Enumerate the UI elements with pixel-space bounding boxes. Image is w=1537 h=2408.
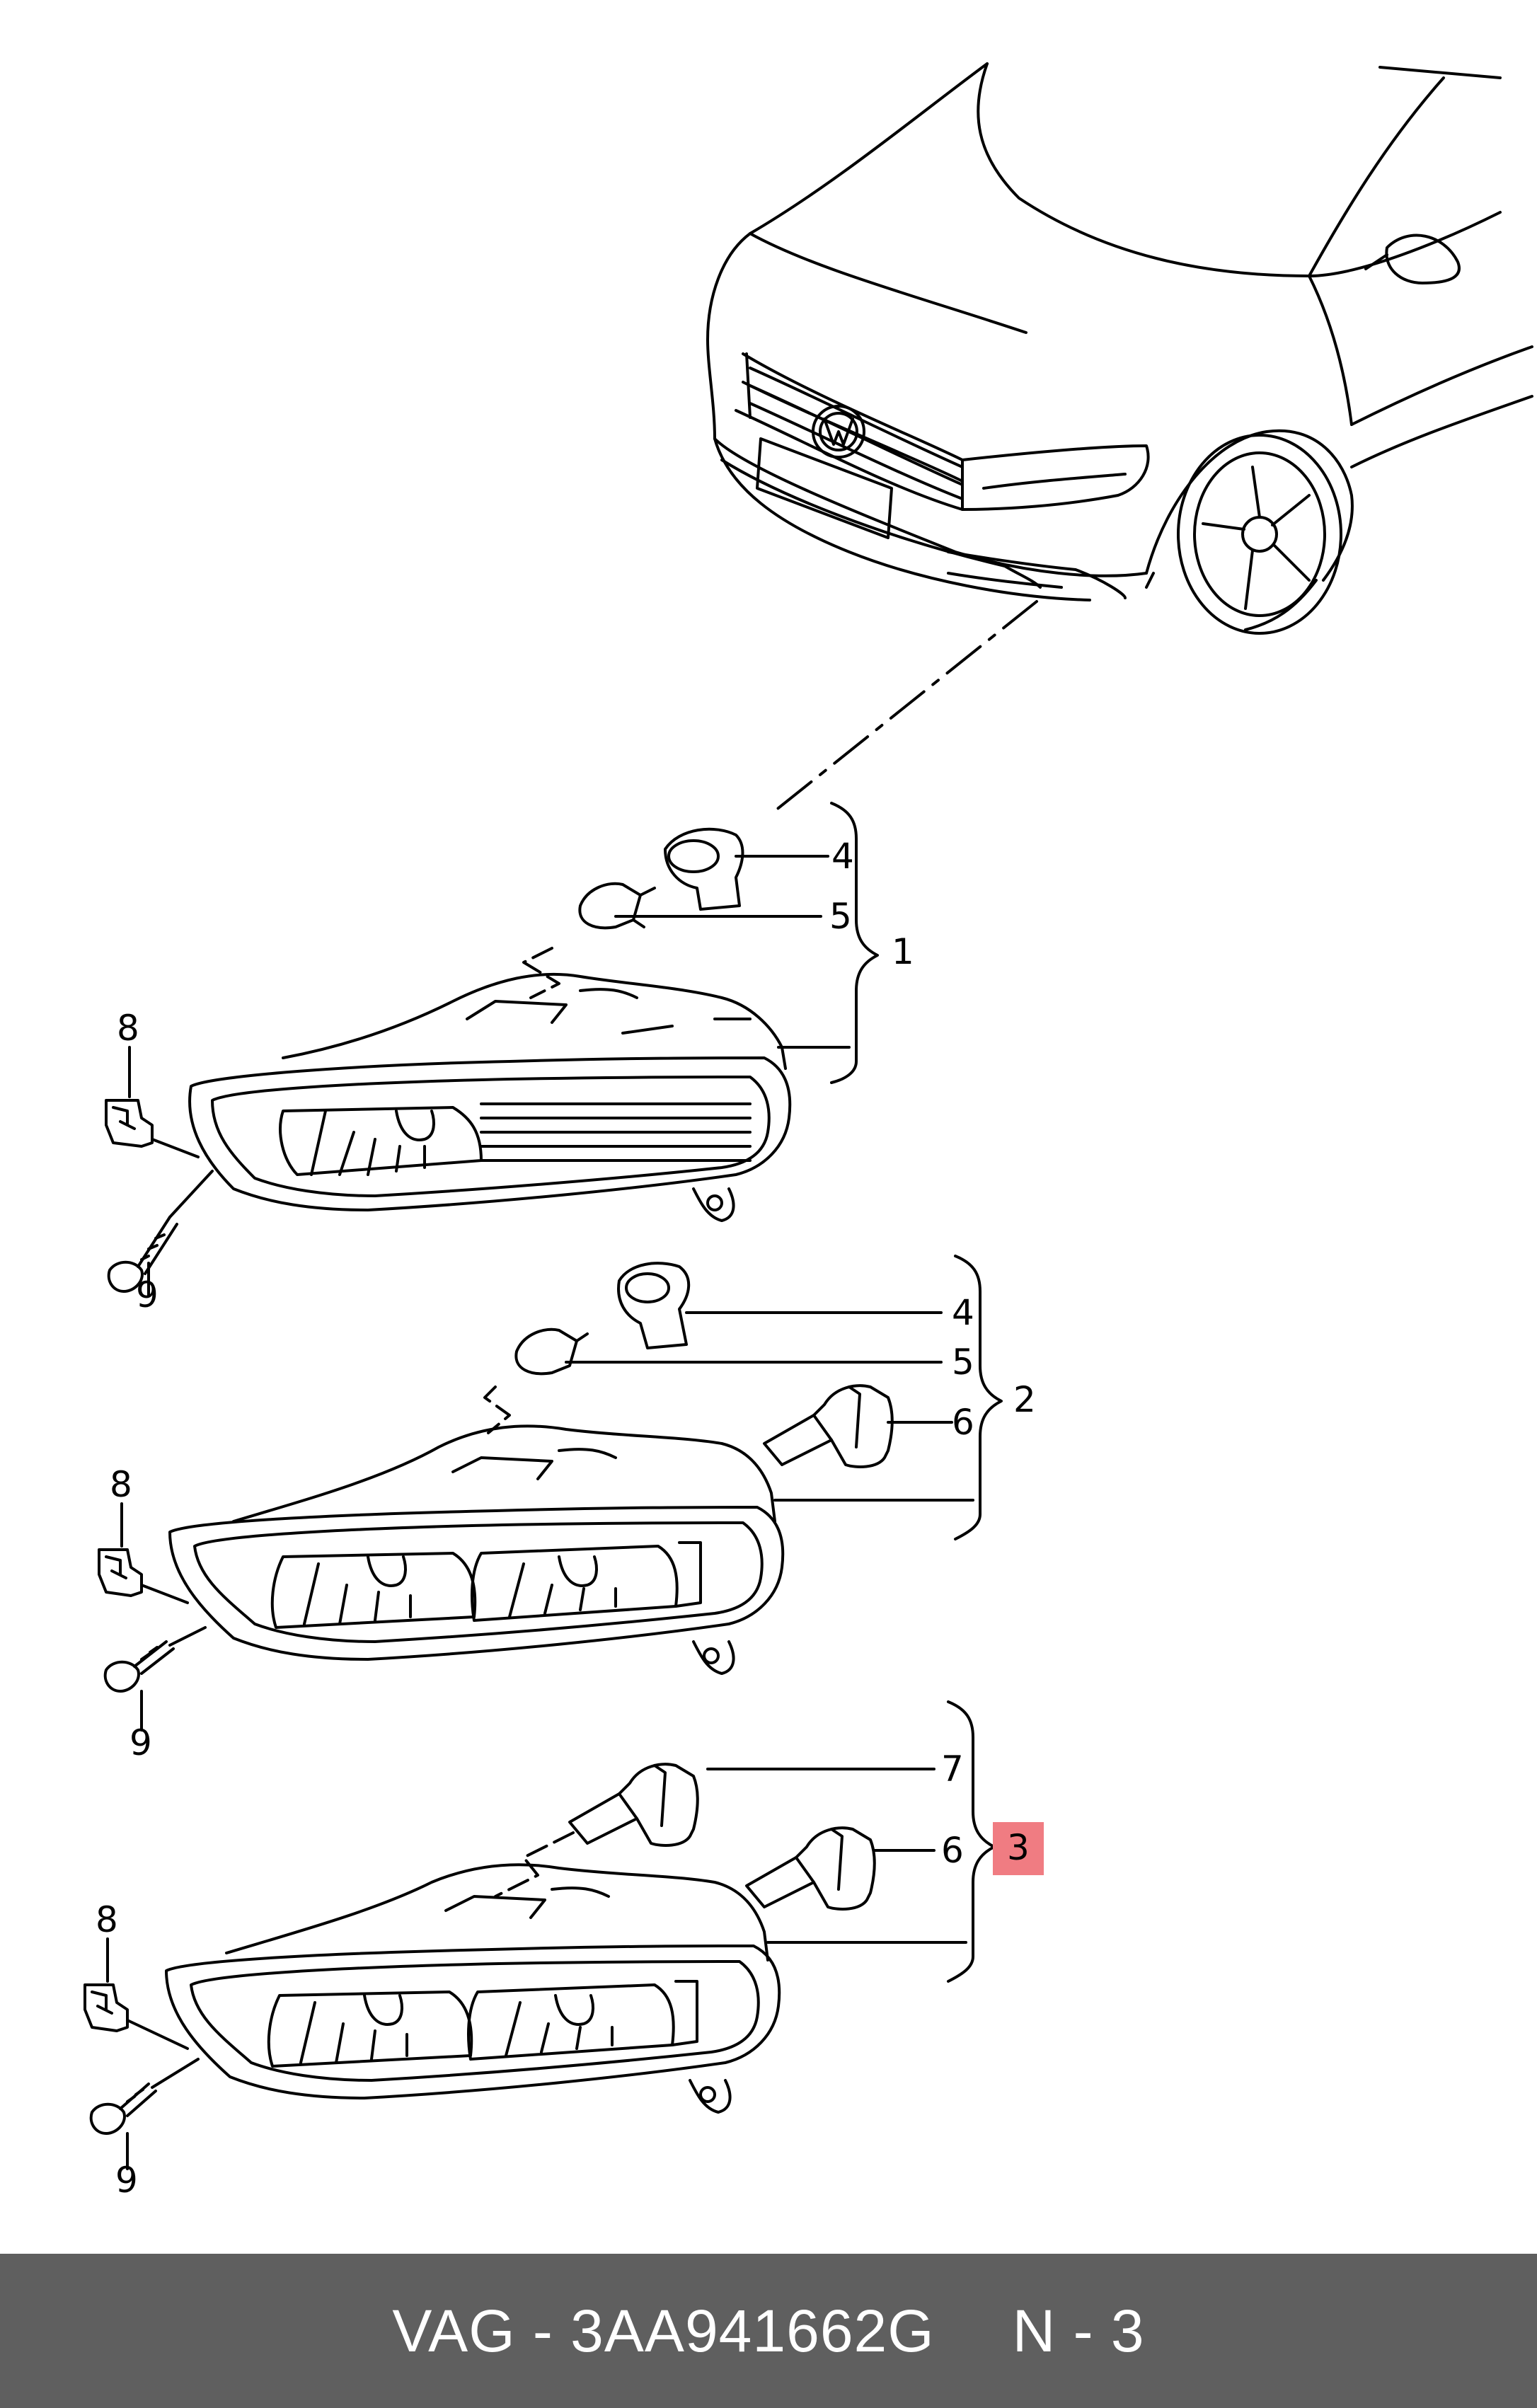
halogen-bulb-icon <box>763 1414 833 1466</box>
clip-icon <box>84 1983 129 2032</box>
screw-icon <box>103 1660 140 1693</box>
bulb-socket-icon <box>664 827 744 911</box>
callout-item-8: 8 <box>96 1899 118 1940</box>
fog-lamp-assembly-2 <box>98 1255 1003 1732</box>
footer-bar: VAG - 3AA941662G N - 3 <box>0 2254 1537 2408</box>
group-bracket-2 <box>954 1255 1003 1540</box>
callout-item-8: 8 <box>117 1008 139 1049</box>
callout-item-4: 4 <box>831 836 854 877</box>
bulb-icon <box>578 882 642 930</box>
callout-group-3: 3 <box>1007 1827 1030 1868</box>
exploded-parts-diagram: 1 4 5 8 9 2 4 5 6 8 9 3 7 6 8 9 <box>84 62 1533 2201</box>
group-bracket-1 <box>830 802 879 1084</box>
clip-icon <box>105 1099 154 1148</box>
callout-group-2: 2 <box>1013 1379 1036 1420</box>
callout-item-5: 5 <box>829 896 852 937</box>
callout-group-1: 1 <box>892 931 914 972</box>
car-front-illustration <box>706 62 1533 815</box>
callout-item-9: 9 <box>129 1722 152 1763</box>
callout-item-9: 9 <box>115 2160 138 2201</box>
callout-item-4: 4 <box>952 1292 974 1333</box>
callout-item-6: 6 <box>941 1830 964 1871</box>
screw-icon <box>107 1260 144 1293</box>
callout-item-6: 6 <box>952 1402 974 1443</box>
fog-lamp-assembly-1 <box>105 802 879 1296</box>
callout-item-9: 9 <box>136 1274 159 1315</box>
bulb-socket-icon <box>617 1262 691 1349</box>
callout-item-7: 7 <box>941 1749 964 1790</box>
clip-icon <box>98 1548 143 1597</box>
bulb-icon <box>514 1327 578 1376</box>
halogen-bulb-icon <box>568 1792 638 1845</box>
diagram-position: N - 3 <box>1012 2297 1145 2364</box>
part-number: VAG - 3AA941662G <box>392 2297 935 2364</box>
highlight-box <box>993 1822 1044 1875</box>
fog-lamp-assembly-3 <box>84 1700 996 2170</box>
halogen-bulb-icon <box>745 1856 815 1908</box>
callout-item-5: 5 <box>952 1342 974 1383</box>
callout-item-8: 8 <box>110 1464 132 1505</box>
screw-icon <box>89 2102 126 2135</box>
